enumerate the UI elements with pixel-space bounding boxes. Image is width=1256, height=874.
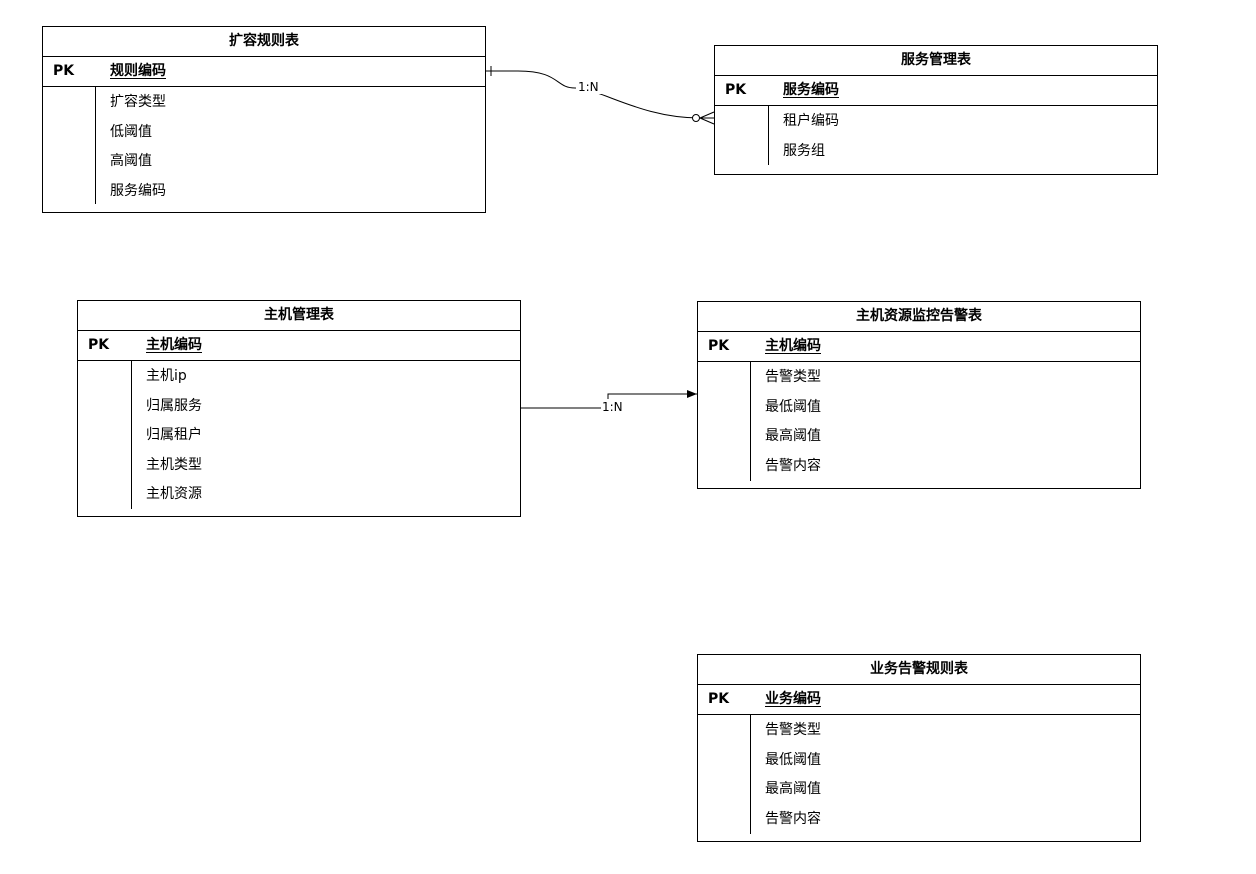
field-list: 主机ip 归属服务 归属租户 主机类型 主机资源 — [78, 361, 520, 510]
pk-row: PK 服务编码 — [715, 76, 1157, 106]
field-row: 最低阈值 — [765, 398, 821, 415]
field-row: 告警内容 — [765, 810, 821, 827]
table-host-alert[interactable]: 主机资源监控告警表 PK 主机编码 告警类型 最低阈值 最高阈值 告警内容 — [697, 301, 1141, 489]
pk-row: PK 规则编码 — [43, 57, 485, 87]
column-divider — [95, 87, 96, 204]
field-row: 服务编码 — [110, 182, 166, 199]
pk-label: PK — [708, 338, 730, 354]
pk-label: PK — [53, 63, 75, 79]
pk-label: PK — [708, 691, 730, 707]
field-row: 扩容类型 — [110, 94, 166, 110]
field-list: 扩容类型 低阈值 高阈值 服务编码 — [43, 87, 485, 206]
label-background — [601, 399, 633, 413]
pk-row: PK 主机编码 — [698, 332, 1140, 362]
field-row: 告警类型 — [765, 722, 821, 738]
table-expansion-rules[interactable]: 扩容规则表 PK 规则编码 扩容类型 低阈值 高阈值 服务编码 — [42, 26, 486, 213]
field-row: 归属服务 — [146, 397, 202, 414]
crowfoot-lower — [699, 117, 715, 125]
relationship-label: 1:N — [578, 80, 599, 94]
table-title: 业务告警规则表 — [698, 655, 1140, 685]
field-list: 告警类型 最低阈值 最高阈值 告警内容 — [698, 715, 1140, 834]
field-row: 服务组 — [783, 142, 825, 159]
field-row: 主机资源 — [146, 486, 202, 502]
relationship-host-to-alert: 1:N — [521, 390, 697, 414]
zero-cardinality-circle — [692, 114, 700, 122]
pk-field: 规则编码 — [110, 63, 166, 79]
field-list: 告警类型 最低阈值 最高阈值 告警内容 — [698, 362, 1140, 481]
field-row: 主机ip — [146, 368, 187, 384]
pk-row: PK 业务编码 — [698, 685, 1140, 715]
table-host-mgmt[interactable]: 主机管理表 PK 主机编码 主机ip 归属服务 归属租户 主机类型 主机资源 — [77, 300, 521, 517]
field-row: 租户编码 — [783, 113, 839, 129]
pk-field: 主机编码 — [765, 338, 821, 354]
connector-line — [486, 70, 714, 119]
crowfoot-upper — [699, 111, 715, 119]
relationship-label: 1:N — [602, 400, 623, 414]
column-divider — [768, 106, 769, 165]
field-row: 最高阈值 — [765, 781, 821, 797]
pk-row: PK 主机编码 — [78, 331, 520, 361]
column-divider — [131, 361, 132, 509]
column-divider — [750, 715, 751, 834]
table-service-mgmt[interactable]: 服务管理表 PK 服务编码 租户编码 服务组 — [714, 45, 1158, 175]
field-list: 租户编码 服务组 — [715, 106, 1157, 166]
relationship-rules-to-service: 1:N — [486, 66, 715, 125]
table-title: 主机资源监控告警表 — [698, 302, 1140, 332]
pk-label: PK — [88, 337, 110, 353]
field-row: 主机类型 — [146, 456, 202, 473]
table-title: 服务管理表 — [715, 46, 1157, 76]
pk-field: 主机编码 — [146, 337, 202, 353]
table-title: 扩容规则表 — [43, 27, 485, 57]
label-background — [576, 79, 608, 94]
table-title: 主机管理表 — [78, 301, 520, 331]
field-row: 告警内容 — [765, 457, 821, 474]
field-row: 最低阈值 — [765, 751, 821, 768]
pk-field: 业务编码 — [765, 691, 821, 707]
field-row: 最高阈值 — [765, 428, 821, 444]
pk-label: PK — [725, 82, 747, 98]
field-row: 告警类型 — [765, 369, 821, 385]
field-row: 低阈值 — [110, 123, 152, 140]
field-row: 高阈值 — [110, 153, 152, 169]
pk-field: 服务编码 — [783, 82, 839, 98]
column-divider — [750, 362, 751, 481]
table-biz-alert-rules[interactable]: 业务告警规则表 PK 业务编码 告警类型 最低阈值 最高阈值 告警内容 — [697, 654, 1141, 842]
field-row: 归属租户 — [146, 427, 202, 443]
